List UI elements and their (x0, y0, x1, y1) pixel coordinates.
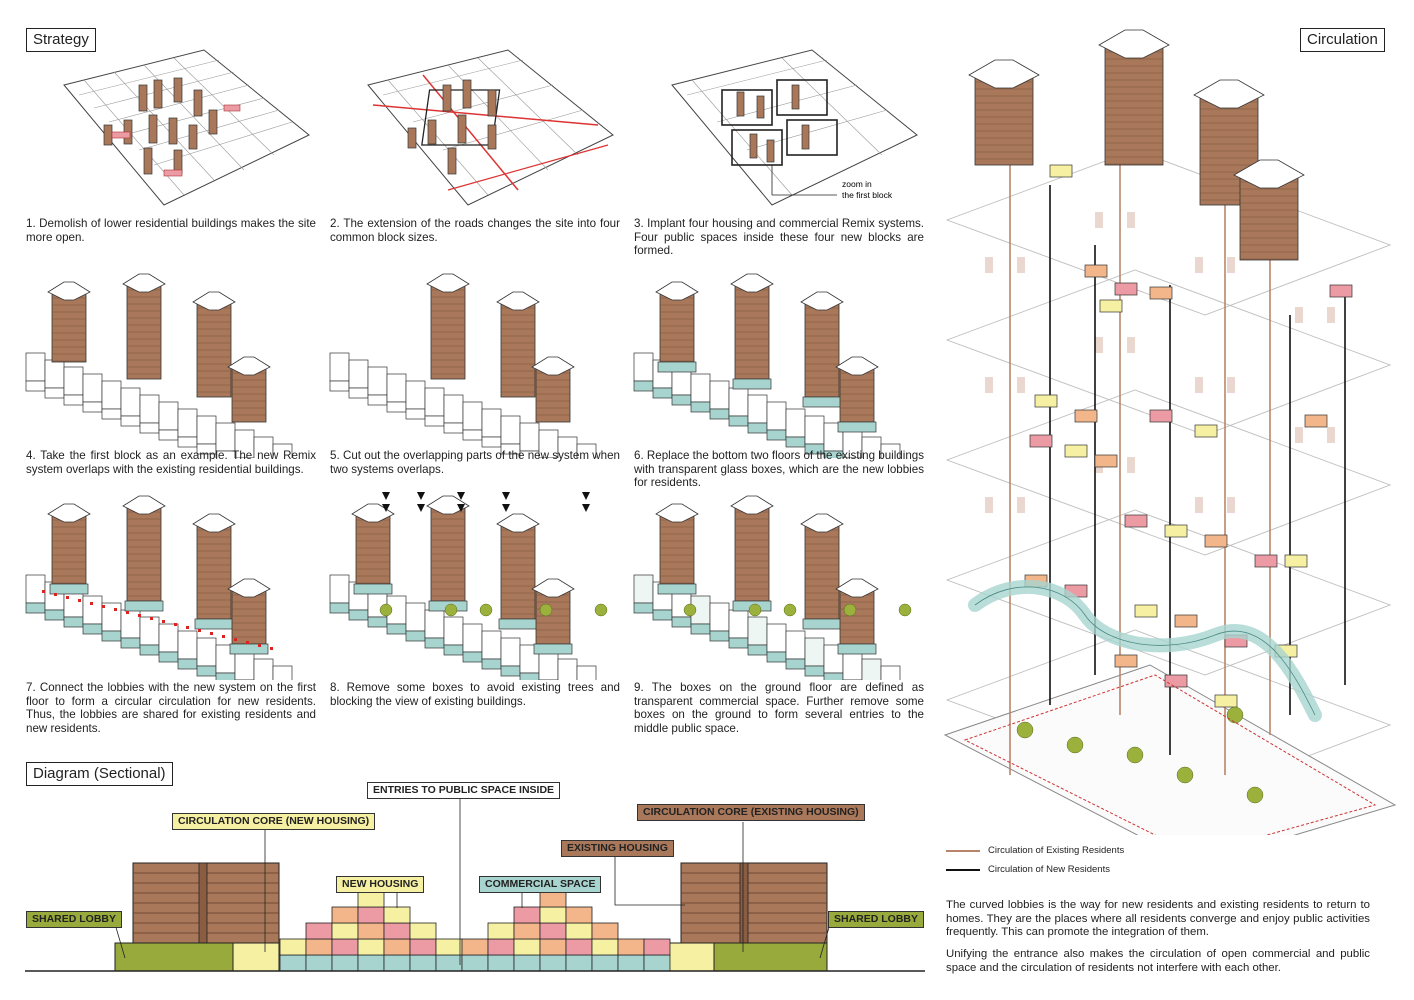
block-model-4 (22, 268, 312, 458)
step-9-caption: 9. The boxes on the ground floor are def… (634, 681, 924, 735)
step-1-caption: 1. Demolish of lower residential buildin… (26, 217, 316, 244)
block-model-8 (326, 490, 616, 680)
step-6-caption: 6. Replace the bottom two floors of the … (634, 449, 925, 490)
new-housing-tag: NEW HOUSING (336, 876, 425, 893)
legend-existing: Circulation of Existing Residents (946, 845, 1124, 856)
circulation-exploded-diagram (935, 15, 1405, 835)
zoom-note-line2: the first block (842, 190, 893, 200)
core-existing-tag: CIRCULATION CORE (EXISTING HOUSING) (637, 804, 865, 821)
block-model-9 (630, 490, 920, 680)
paragraph-2: Unifying the entrance also makes the cir… (946, 948, 1370, 974)
diagram-heading: Diagram (Sectional) (26, 762, 173, 786)
block-model-6 (630, 268, 920, 458)
strategy-heading: Strategy (26, 28, 96, 52)
entries-tag: ENTRIES TO PUBLIC SPACE INSIDE (367, 782, 561, 799)
step-3-caption: 3. Implant four housing and commercial R… (634, 217, 924, 258)
circulation-heading: Circulation (1300, 28, 1385, 52)
commercial-space-tag: COMMERCIAL SPACE (479, 876, 602, 893)
existing-housing-tag: EXISTING HOUSING (561, 840, 674, 857)
site-plan-2 (328, 30, 618, 220)
shared-lobby-left-tag: SHARED LOBBY (26, 911, 123, 928)
block-model-7 (22, 490, 312, 680)
core-new-tag: CIRCULATION CORE (NEW HOUSING) (172, 813, 376, 830)
block-model-5 (326, 268, 616, 458)
site-plan-1 (24, 30, 314, 220)
legend-new: Circulation of New Residents (946, 864, 1110, 875)
zoom-note-line1: zoom in (842, 179, 872, 189)
paragraph-1: The curved lobbies is the way for new re… (946, 899, 1370, 939)
step-8-caption: 8. Remove some boxes to avoid existing t… (330, 681, 620, 708)
site-plan-3: zoom in the first block (632, 30, 922, 220)
step-5-caption: 5. Cut out the overlapping parts of the … (330, 449, 620, 476)
step-2-caption: 2. The extension of the roads changes th… (330, 217, 620, 244)
step-4-caption: 4. Take the first block as an example. T… (26, 449, 316, 476)
step-7-caption: 7. Connect the lobbies with the new syst… (26, 681, 316, 735)
sectional-diagram (25, 780, 925, 980)
shared-lobby-right-tag: SHARED LOBBY (828, 911, 925, 928)
